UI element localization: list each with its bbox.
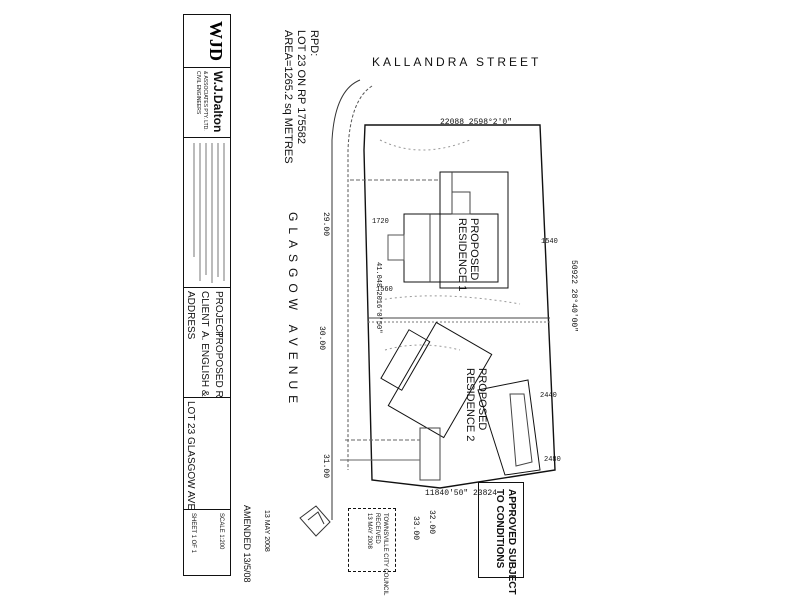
project-row: PROJECT PROPOSED RESIDENCES CLIENT A. EN… (184, 287, 230, 398)
dim-d1: 2440 (540, 392, 557, 400)
dim-d3: 1540 (541, 238, 558, 246)
dim-top-boundary: 22088 2598°2'0" (440, 118, 513, 127)
approval-text: APPROVED SUBJECT TO CONDITIONS (494, 489, 517, 595)
firm-logo-cell: WJD (184, 15, 230, 68)
residence-1-label: PROPOSED RESIDENCE 1 (456, 218, 480, 292)
dim-left-frontage: 29.00 (321, 212, 330, 237)
dim-right-boundary: 50922 28°40'00" (569, 260, 578, 333)
dim-bottom-a: 32.00 (427, 510, 436, 535)
notes-cell (184, 137, 230, 288)
street-name-label: KALLANDRA STREET (372, 55, 542, 69)
approval-stamp: APPROVED SUBJECT TO CONDITIONS (478, 482, 524, 595)
title-block: WJD W.J.Dalton & ASSOCIATES PTY. LTD. CI… (183, 14, 231, 576)
firm-logo-icon: WJD (206, 21, 226, 61)
dim-d5: 1560 (376, 286, 393, 294)
dim-left-boundary: 41.048 2016°0'50" (374, 262, 382, 334)
residence-2-label: PROPOSED RESIDENCE 2 (464, 368, 488, 442)
dim-d4: 1720 (372, 218, 389, 226)
date-stamp: 13 MAY 2008 (263, 510, 270, 552)
firm-name-cell: W.J.Dalton & ASSOCIATES PTY. LTD. CIVIL … (184, 67, 230, 138)
dim-left-bottom: 31.00 (321, 454, 330, 479)
notes-lines (193, 143, 225, 283)
dim-bottom-boundary: 11840'50" 23824 (425, 489, 498, 498)
council-stamp: TOWNSVILLE CITY COUNCIL RECEIVED 13 MAY … (348, 508, 396, 595)
dim-bottom-b: 33.00 (411, 516, 420, 541)
firm-logo-text: WJD (206, 21, 226, 61)
address-row: LOT 23 GLASGOW AVE,MOUNT LOUISA (184, 397, 230, 510)
dim-left-mid: 30.00 (317, 326, 326, 351)
dim-d2: 2480 (544, 456, 561, 464)
council-stamp-text: TOWNSVILLE CITY COUNCIL RECEIVED 13 MAY … (366, 513, 388, 596)
